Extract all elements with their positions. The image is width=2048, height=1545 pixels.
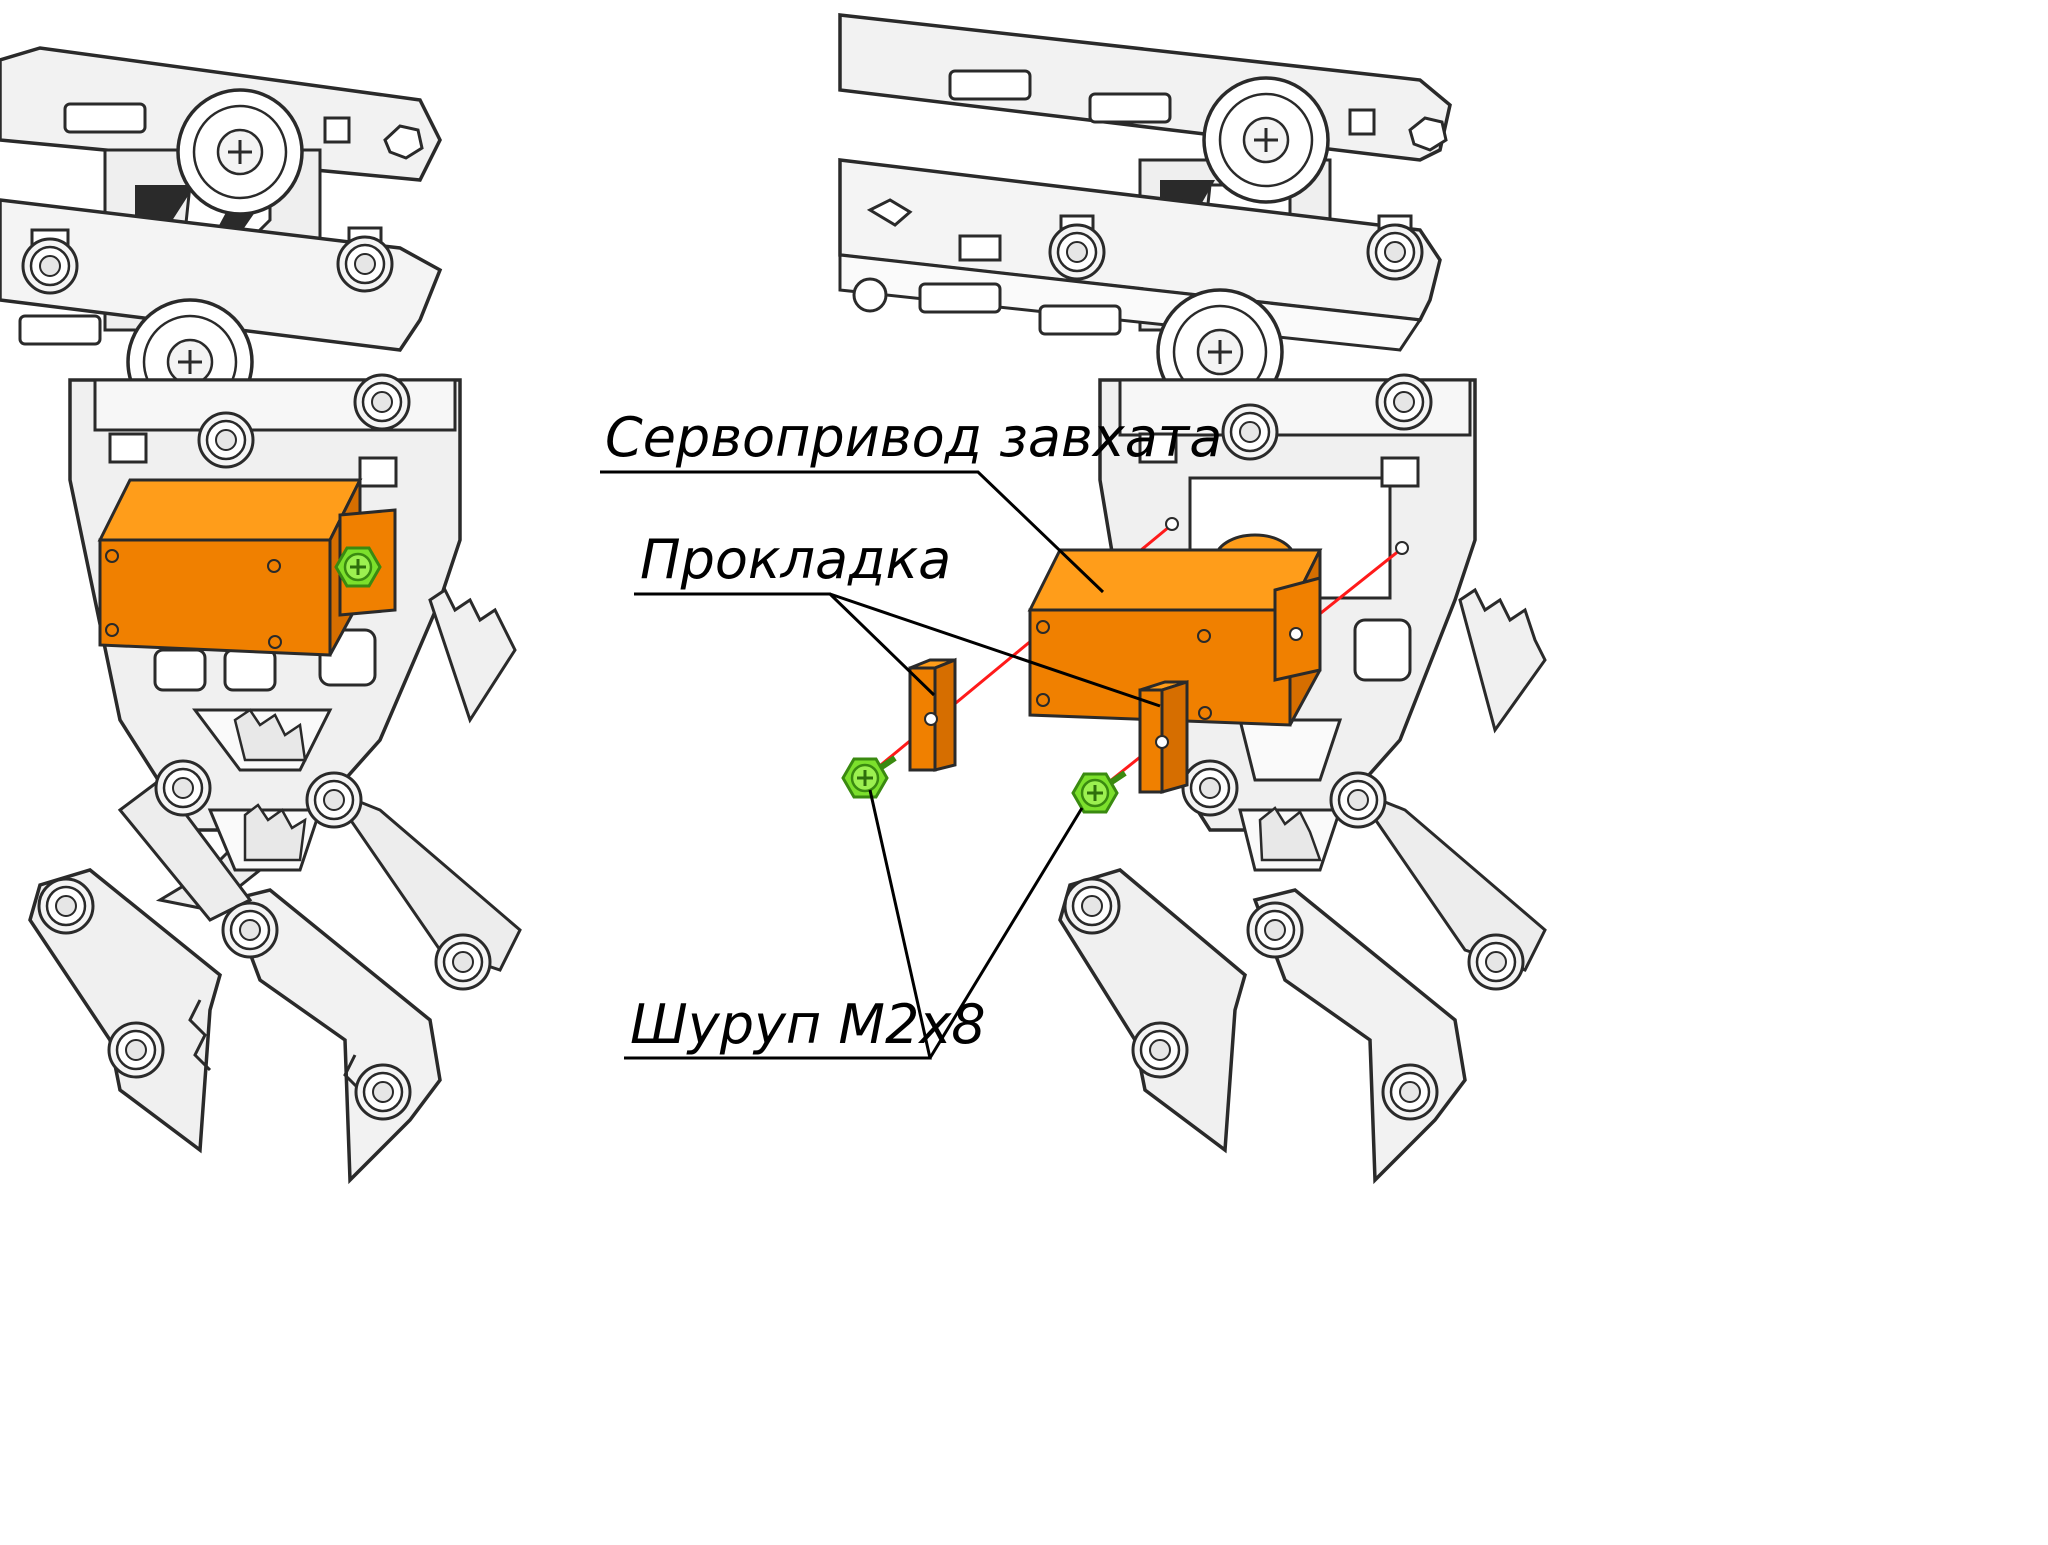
- screw-right: [1071, 770, 1127, 814]
- gripper-fingers-right: [1058, 759, 1547, 1185]
- gripper-fingers: [28, 759, 522, 1185]
- assembled-view: [0, 46, 522, 1185]
- lower-arm-link: [0, 198, 443, 352]
- exploded-view: Сервопривод завхата Прокладка Шуруп M2x8: [600, 13, 1547, 1185]
- label-spacer: Прокладка: [640, 528, 951, 591]
- upper-pulley-right: [1202, 76, 1330, 204]
- label-servo: Сервопривод завхата: [605, 406, 1222, 469]
- spacer-right: [1138, 679, 1189, 794]
- spacer-left: [908, 657, 957, 772]
- screw-left: [841, 755, 897, 799]
- servo-exploded: [1027, 533, 1323, 727]
- servo-assembled: [97, 478, 397, 657]
- gear-teeth: [233, 587, 517, 862]
- upper-arm-link-right: [838, 13, 1452, 162]
- leader-lines: [600, 470, 1161, 1060]
- upper-pulley: [176, 88, 304, 216]
- label-screw: Шуруп M2x8: [630, 993, 986, 1056]
